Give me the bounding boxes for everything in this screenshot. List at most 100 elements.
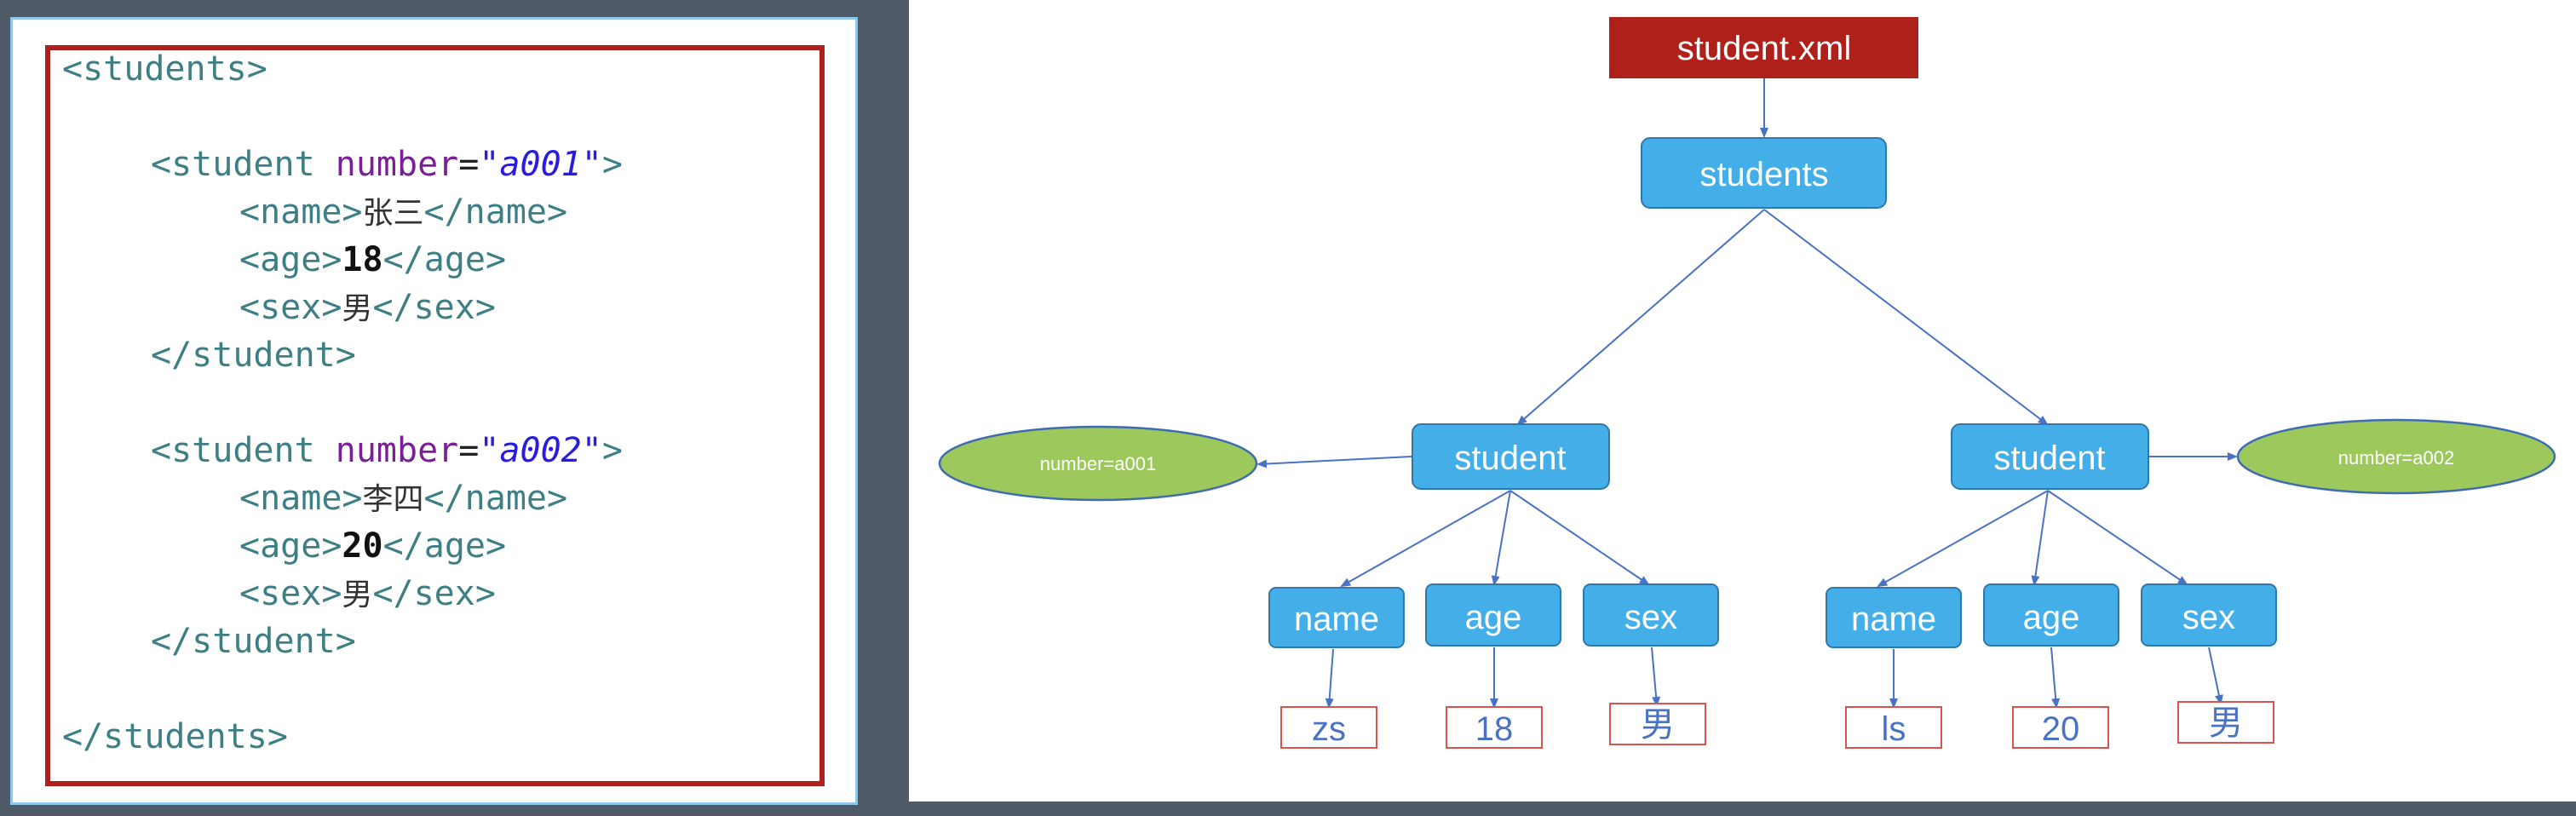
root-label: student.xml — [1677, 30, 1852, 67]
edge-student-left-name — [1340, 490, 1511, 587]
value-box-sex-right: 男 — [2177, 701, 2274, 744]
edge-sex-nan-right — [2208, 646, 2223, 705]
code-panel: <students><student number="a001"><name>张… — [10, 17, 858, 805]
code-line: </students> — [62, 713, 623, 761]
code-token: </student> — [151, 336, 356, 375]
root-node: student.xml — [1609, 17, 1918, 78]
code-line: <sex>男</sex> — [62, 284, 623, 331]
students-node: students — [1641, 137, 1887, 209]
code-token: </students> — [62, 717, 288, 756]
code-token: <sex> — [239, 288, 342, 327]
edge-sex-nan-left — [1651, 646, 1661, 707]
code-line: <age>20</age> — [62, 522, 623, 570]
svg-text:age: age — [1465, 599, 1522, 636]
dom-tree-diagram: student.xml students student student num… — [938, 17, 2556, 749]
child-node-sex-right: sex — [2141, 583, 2277, 646]
edge-student-right-sex — [2047, 490, 2188, 586]
student-right-label: student — [1993, 440, 2105, 477]
code-token: <name> — [239, 193, 363, 232]
code-token: <sex> — [239, 574, 342, 613]
code-token: </name> — [423, 193, 568, 232]
code-token: </name> — [423, 479, 568, 518]
attr-ellipse-left: number=a001 — [938, 425, 1258, 502]
tree-diagram-panel: student.xml students student student num… — [909, 0, 2576, 802]
attr-ellipse-right: number=a002 — [2236, 418, 2556, 495]
value-box-zs: zs — [1280, 706, 1377, 749]
edge-student-right-age — [2031, 490, 2049, 586]
code-token: </student> — [151, 622, 356, 661]
svg-text:ls: ls — [1882, 710, 1906, 748]
value-box-sex-left: 男 — [1609, 703, 1706, 745]
xml-code-block: <students><student number="a001"><name>张… — [62, 45, 623, 761]
code-token: 男 — [342, 291, 373, 326]
code-token: <age> — [239, 240, 342, 279]
code-token: number — [335, 145, 459, 184]
edge-students-student-right — [1763, 209, 2049, 426]
code-line — [62, 93, 623, 141]
code-token: 李四 — [362, 482, 424, 517]
code-token: 18 — [342, 240, 383, 279]
svg-text:sex: sex — [1624, 599, 1677, 636]
svg-text:name: name — [1294, 601, 1379, 638]
code-token: 男 — [342, 578, 373, 612]
value-box-18: 18 — [1446, 706, 1543, 749]
code-token: <age> — [239, 526, 342, 566]
code-token: </age> — [382, 240, 507, 279]
child-node-name-right: name — [1826, 587, 1962, 648]
code-line: <name>张三</name> — [62, 188, 623, 236]
code-line: <age>18</age> — [62, 236, 623, 284]
code-token: <student — [151, 145, 336, 184]
code-line: <name>李四</name> — [62, 474, 623, 522]
edge-age-20 — [2050, 646, 2061, 709]
attr-left-label: number=a001 — [1040, 453, 1156, 474]
svg-text:name: name — [1851, 601, 1936, 638]
attr-right-label: number=a002 — [2338, 447, 2454, 468]
child-node-sex-left: sex — [1583, 583, 1719, 646]
student-left-label: student — [1454, 440, 1566, 477]
code-token: "a002" — [479, 431, 602, 470]
code-token: = — [458, 431, 480, 470]
code-frame — [45, 45, 825, 786]
code-token: number — [335, 431, 459, 470]
svg-text:zs: zs — [1312, 710, 1346, 748]
code-token: > — [601, 145, 623, 184]
svg-text:男: 男 — [2209, 704, 2243, 742]
edge-student-right-name — [1877, 490, 2049, 587]
edge-student-left-attr — [1256, 456, 1412, 468]
code-token: </sex> — [372, 574, 496, 613]
code-token: <students> — [62, 49, 267, 89]
code-token: > — [601, 431, 623, 470]
child-node-name-left: name — [1268, 587, 1405, 648]
code-line: </student> — [62, 331, 623, 379]
code-token: "a001" — [479, 145, 602, 184]
svg-text:18: 18 — [1475, 710, 1514, 748]
code-token: </sex> — [372, 288, 496, 327]
edge-student-left-age — [1491, 490, 1511, 586]
code-line: <sex>男</sex> — [62, 570, 623, 618]
code-token: </age> — [382, 526, 507, 566]
value-box-ls: ls — [1845, 706, 1942, 749]
code-token: <student — [151, 431, 336, 470]
code-line: </student> — [62, 618, 623, 665]
child-node-age-right: age — [1983, 583, 2119, 646]
child-node-age-left: age — [1425, 583, 1561, 646]
edge-student-left-sex — [1509, 490, 1650, 586]
svg-text:sex: sex — [2182, 599, 2235, 636]
code-token: 张三 — [362, 196, 424, 231]
code-line: <student number="a001"> — [62, 141, 623, 188]
code-token: 20 — [342, 526, 383, 566]
students-label: students — [1699, 156, 1828, 193]
edge-students-student-left — [1516, 209, 1765, 426]
code-line: <students> — [62, 45, 623, 93]
code-line — [62, 665, 623, 713]
svg-text:20: 20 — [2042, 710, 2080, 748]
code-line: <student number="a002"> — [62, 427, 623, 474]
code-line — [62, 379, 623, 427]
code-token: = — [458, 145, 480, 184]
student-node-left: student — [1412, 423, 1610, 490]
student-node-right: student — [1951, 423, 2149, 490]
svg-text:age: age — [2023, 599, 2080, 636]
tree-edges — [1256, 78, 2238, 709]
value-box-20: 20 — [2012, 706, 2109, 749]
code-token: <name> — [239, 479, 363, 518]
